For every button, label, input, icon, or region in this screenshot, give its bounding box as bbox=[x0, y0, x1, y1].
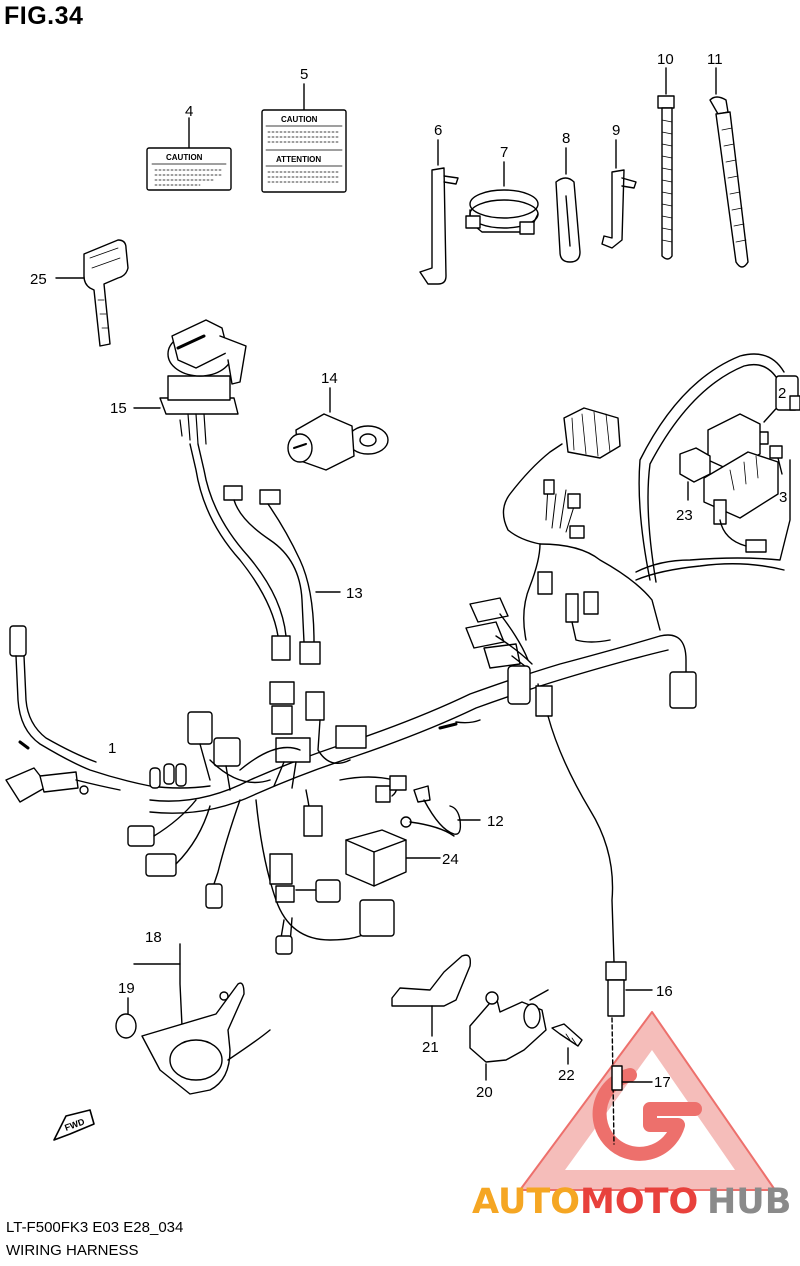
part-12-ground-wire bbox=[400, 785, 481, 837]
callout-6: 6 bbox=[434, 122, 442, 139]
part-9-clamp bbox=[601, 139, 637, 249]
watermark-text-auto: AUTO bbox=[472, 1182, 580, 1222]
part-15-ignition-switch bbox=[133, 319, 291, 661]
part-18-switch-assembly bbox=[133, 943, 271, 1095]
part-16-sensor bbox=[547, 715, 653, 1017]
part-14-key-cylinder bbox=[287, 387, 389, 471]
fuse-box bbox=[703, 413, 779, 553]
part-21-bracket bbox=[391, 954, 472, 1037]
callout-14: 14 bbox=[321, 370, 338, 387]
callout-13: 13 bbox=[346, 585, 363, 602]
svg-text:CAUTION: CAUTION bbox=[281, 115, 318, 124]
callout-7: 7 bbox=[500, 144, 508, 161]
callout-4: 4 bbox=[185, 103, 193, 120]
figure-code: LT-F500FK3 E03 E28_034 bbox=[6, 1219, 184, 1236]
callout-12: 12 bbox=[487, 813, 504, 830]
callout-24: 24 bbox=[442, 851, 459, 868]
part-3-fuse bbox=[757, 431, 783, 475]
part-13-sub-harness bbox=[223, 485, 341, 665]
part-8-clip bbox=[555, 147, 581, 263]
callout-16: 16 bbox=[656, 983, 673, 1000]
callout-19: 19 bbox=[118, 980, 135, 997]
callout-11: 11 bbox=[707, 51, 723, 68]
callout-22: 22 bbox=[558, 1067, 575, 1084]
callout-1: 1 bbox=[108, 740, 116, 757]
watermark-text-moto: MOTO bbox=[580, 1182, 698, 1222]
part-2-relay-connector bbox=[763, 375, 800, 423]
svg-text:ATTENTION: ATTENTION bbox=[276, 155, 321, 164]
part-6-clamp bbox=[419, 139, 459, 285]
part-11-cable-tie bbox=[709, 67, 749, 268]
part-5-caution-attention-label: CAUTION ATTENTION bbox=[261, 83, 347, 193]
callout-9: 9 bbox=[612, 122, 620, 139]
callout-15: 15 bbox=[110, 400, 127, 417]
part-1-main-harness bbox=[5, 353, 791, 955]
part-22-bolt bbox=[551, 1023, 583, 1065]
callout-23: 23 bbox=[676, 507, 693, 524]
part-10-cable-tie bbox=[657, 67, 675, 260]
watermark-text-hub: HUB bbox=[707, 1182, 791, 1222]
watermark-logo bbox=[519, 1011, 776, 1191]
part-19-collar bbox=[115, 997, 137, 1039]
part-7-hose-clamp bbox=[465, 161, 539, 235]
part-4-caution-label: CAUTION bbox=[146, 117, 232, 191]
callout-21: 21 bbox=[422, 1039, 439, 1056]
svg-text:CAUTION: CAUTION bbox=[166, 153, 203, 162]
callout-25: 25 bbox=[30, 271, 47, 288]
part-17-cap bbox=[611, 1017, 653, 1145]
part-24-relay-unit bbox=[345, 829, 441, 887]
figure-title: FIG.34 bbox=[4, 2, 84, 30]
part-23-relay bbox=[679, 447, 711, 501]
callout-3: 3 bbox=[779, 489, 787, 506]
part-20-switch bbox=[469, 989, 549, 1081]
fwd-arrow-icon: FWD bbox=[53, 1109, 95, 1141]
part-25-key bbox=[55, 239, 129, 347]
figure-name: WIRING HARNESS bbox=[6, 1242, 139, 1259]
callout-20: 20 bbox=[476, 1084, 493, 1101]
callout-10: 10 bbox=[657, 51, 674, 68]
callout-2: 2 bbox=[778, 385, 786, 402]
callout-17: 17 bbox=[654, 1074, 671, 1091]
callout-5: 5 bbox=[300, 66, 308, 83]
callout-8: 8 bbox=[562, 130, 570, 147]
callout-18: 18 bbox=[145, 929, 162, 946]
